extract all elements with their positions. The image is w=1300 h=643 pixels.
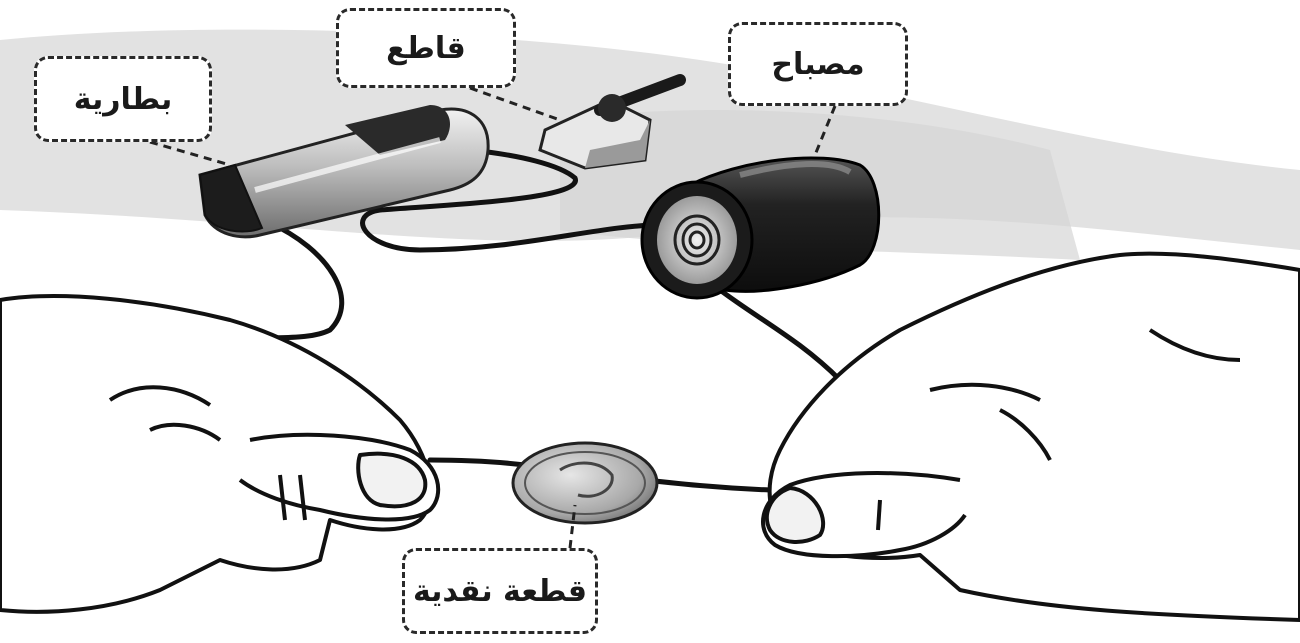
switch-pivot	[598, 94, 626, 122]
label-battery: بطارية	[34, 56, 212, 142]
label-switch: قاطع	[336, 8, 516, 88]
label-coin: قطعة نقدية	[402, 548, 598, 634]
lamp-face-inner	[657, 196, 737, 284]
wire	[430, 460, 525, 465]
right-hand	[763, 254, 1300, 620]
label-lamp: مصباح	[728, 22, 908, 106]
left-hand	[0, 296, 438, 612]
coin	[513, 443, 657, 523]
coin-disc	[513, 443, 657, 523]
